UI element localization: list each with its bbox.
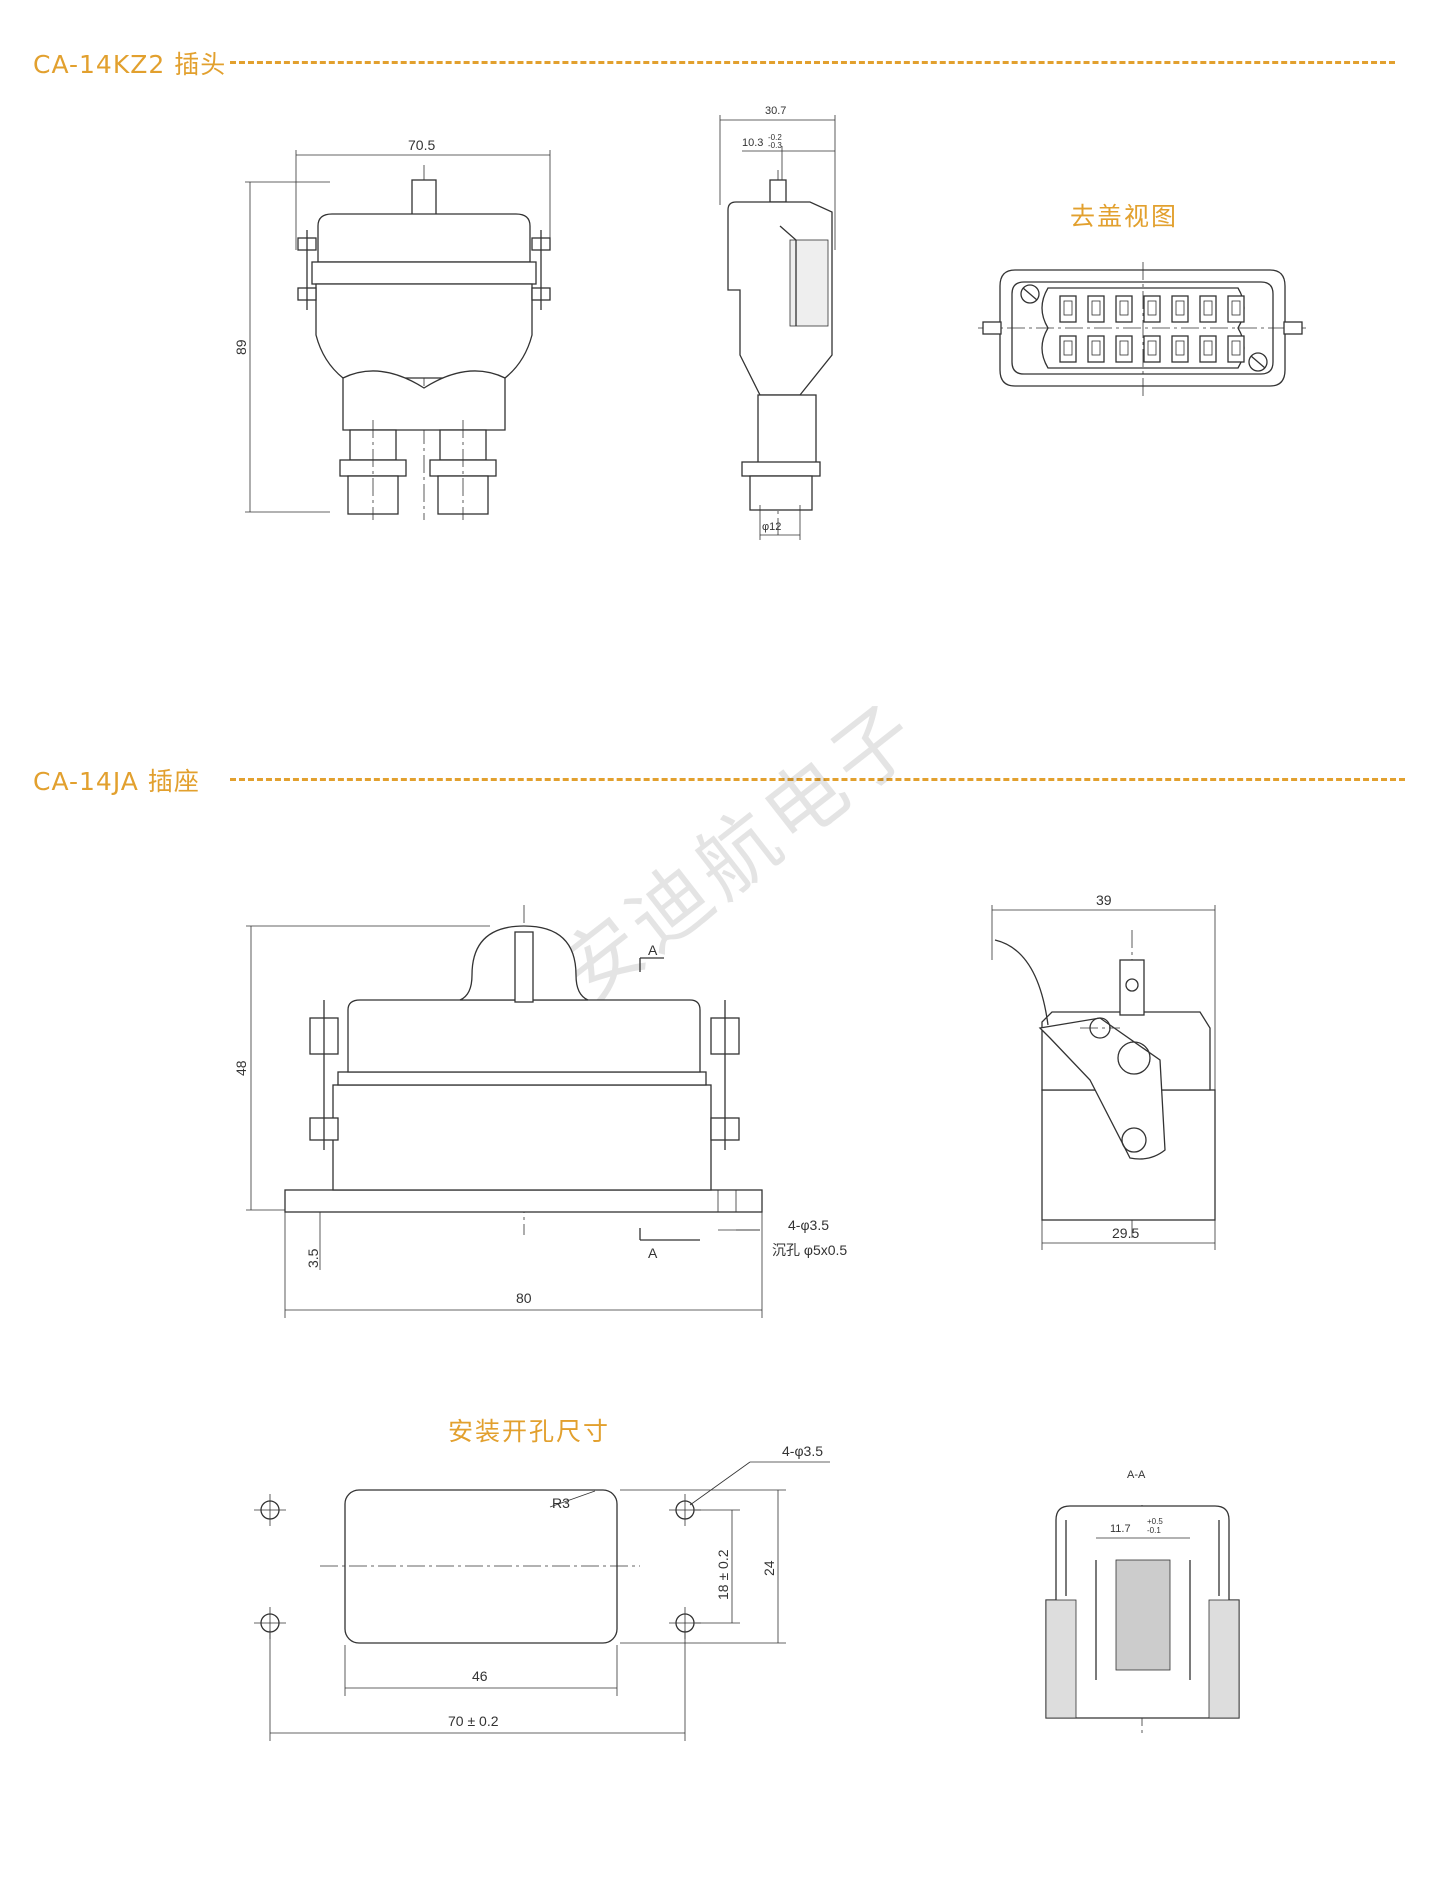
cutout-width-dim: 46 [472, 1668, 488, 1684]
contact-pin [1227, 295, 1245, 323]
contact-pin [1171, 335, 1189, 363]
contact-pin-socket [1091, 340, 1101, 356]
plug-side-width-dim: 30.7 [765, 105, 786, 117]
contact-pin [1087, 335, 1105, 363]
contact-pin [1115, 335, 1133, 363]
section-tol-lower: -0.1 [1147, 1526, 1161, 1535]
plug-section-divider [230, 61, 1395, 64]
contact-pin-socket [1231, 340, 1241, 356]
plug-cable-dia-dim: φ12 [762, 521, 781, 533]
cutout-height-dim: 24 [761, 1560, 777, 1576]
cutout-hole-pitch-v-dim: 18 ± 0.2 [715, 1549, 731, 1600]
section-tol-upper: +0.5 [1147, 1517, 1163, 1526]
section-aa-label: A-A [1127, 1469, 1146, 1481]
plug-width-dim: 70.5 [408, 137, 435, 153]
contact-pin-socket [1091, 300, 1101, 316]
contact-pin [1087, 295, 1105, 323]
plug-height-dim: 89 [233, 339, 249, 355]
contact-pin-socket [1119, 340, 1129, 356]
socket-section-title: CA-14JA 插座 [33, 767, 200, 796]
section-inner-dim: 11.7 [1110, 1523, 1131, 1535]
section-aa-view: A-A 11.7 +0.5 -0.1 [1045, 1469, 1240, 1735]
section-mark-top: A [648, 942, 658, 958]
contact-pin-socket [1063, 340, 1073, 356]
contact-pin-socket [1147, 300, 1157, 316]
plug-side-inner-tol-upper: -0.2 [768, 133, 782, 142]
plug-side-inner-tol-lower: -0.3 [768, 141, 782, 150]
uncovered-view [978, 262, 1306, 398]
section-mark-bottom: A [648, 1245, 658, 1261]
socket-front-view: 48 3.5 80 [233, 905, 847, 1318]
contact-pin [1115, 295, 1133, 323]
socket-section-divider [230, 778, 1405, 781]
socket-width-dim: 80 [516, 1290, 532, 1306]
contact-pin-socket [1175, 340, 1185, 356]
plug-side-view: 30.7 10.3 -0.2 -0.3 φ12 [719, 105, 836, 540]
plug-front-view: 70.5 89 [233, 137, 551, 520]
plug-side-inner-dim: 10.3 [742, 137, 763, 149]
contact-pin [1171, 295, 1189, 323]
cutout-hole-pitch-h-dim: 70 ± 0.2 [448, 1713, 499, 1729]
contact-pin-socket [1147, 340, 1157, 356]
socket-side-base-dim: 29.5 [1112, 1225, 1139, 1241]
contact-pin-socket [1203, 300, 1213, 316]
socket-side-view: 39 29.5 [991, 892, 1216, 1250]
socket-side-width-dim: 39 [1096, 892, 1112, 908]
socket-hole-dim: 4-φ3.5 [788, 1217, 829, 1233]
contact-pin [1199, 295, 1217, 323]
contact-pin-socket [1063, 300, 1073, 316]
cutout-radius-dim: R3 [552, 1495, 570, 1511]
plug-section-title: CA-14KZ2 插头 [33, 50, 227, 79]
mounting-cutout-title: 安装开孔尺寸 [448, 1417, 611, 1446]
socket-flange-dim: 3.5 [305, 1248, 321, 1268]
contact-pin [1059, 335, 1077, 363]
contact-pin [1143, 295, 1161, 323]
contact-pin-socket [1203, 340, 1213, 356]
mounting-cutout-view: R3 4-φ3.5 18 ± 0.2 24 46 70 ± 0.2 [254, 1443, 830, 1741]
contact-pin-socket [1119, 300, 1129, 316]
socket-counterbore-dim: 沉孔 φ5x0.5 [772, 1242, 847, 1258]
contact-pin [1199, 335, 1217, 363]
contact-pin [1059, 295, 1077, 323]
contact-pin [1227, 335, 1245, 363]
cutout-holes-dim: 4-φ3.5 [782, 1443, 823, 1459]
uncovered-view-title: 去盖视图 [1070, 202, 1179, 231]
contact-pin-socket [1175, 300, 1185, 316]
contact-pin [1143, 335, 1161, 363]
socket-height-dim: 48 [233, 1060, 249, 1076]
contact-pin-socket [1231, 300, 1241, 316]
pin-grid [1059, 295, 1245, 363]
